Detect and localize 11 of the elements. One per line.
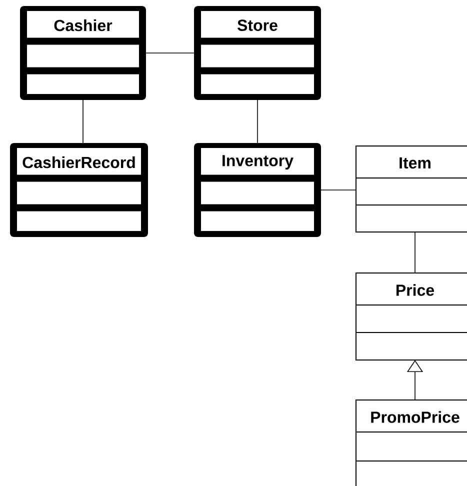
class-box: Store [194, 6, 321, 100]
class-box: CashierRecord [10, 143, 148, 237]
connector-line [414, 232, 416, 274]
class-box: Inventory [194, 143, 321, 237]
class-box: PromoPrice [356, 400, 467, 486]
class-box: Cashier [20, 6, 146, 100]
class-box: Price [356, 272, 467, 360]
class-box: Item [356, 146, 467, 232]
connector-line [257, 100, 258, 144]
connector-line [146, 52, 194, 54]
connector-line [82, 100, 84, 144]
